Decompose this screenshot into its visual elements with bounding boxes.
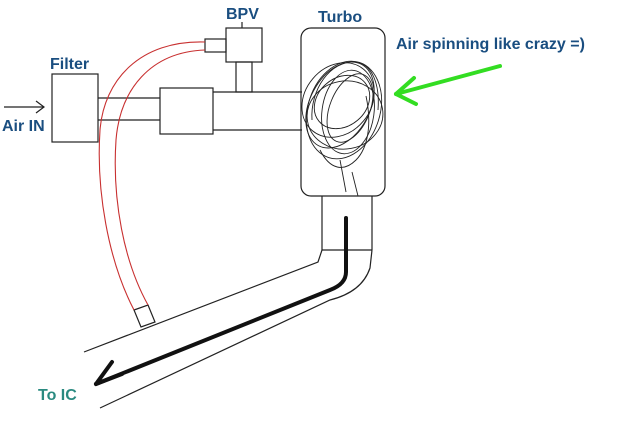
air-spinning-label: Air spinning like crazy =) — [396, 36, 585, 53]
turbo-housing — [300, 27, 386, 197]
filter-label: Filter — [50, 56, 89, 73]
flow-arrow — [94, 216, 348, 386]
green-arrow — [394, 64, 502, 106]
filter-box — [51, 73, 99, 143]
bpv-label: BPV — [226, 6, 259, 23]
spinning-air-scribble — [301, 60, 384, 197]
bpv-hose — [98, 41, 206, 311]
air-in-label: Air IN — [2, 118, 45, 135]
to-ic-label: To IC — [38, 387, 77, 404]
pipe-fitting — [133, 304, 156, 328]
air-in-arrow — [4, 100, 45, 114]
bpv-valve — [204, 22, 263, 93]
outlet-pipe — [83, 196, 373, 409]
turbo-label: Turbo — [318, 9, 362, 26]
intake-pipe — [98, 87, 302, 135]
